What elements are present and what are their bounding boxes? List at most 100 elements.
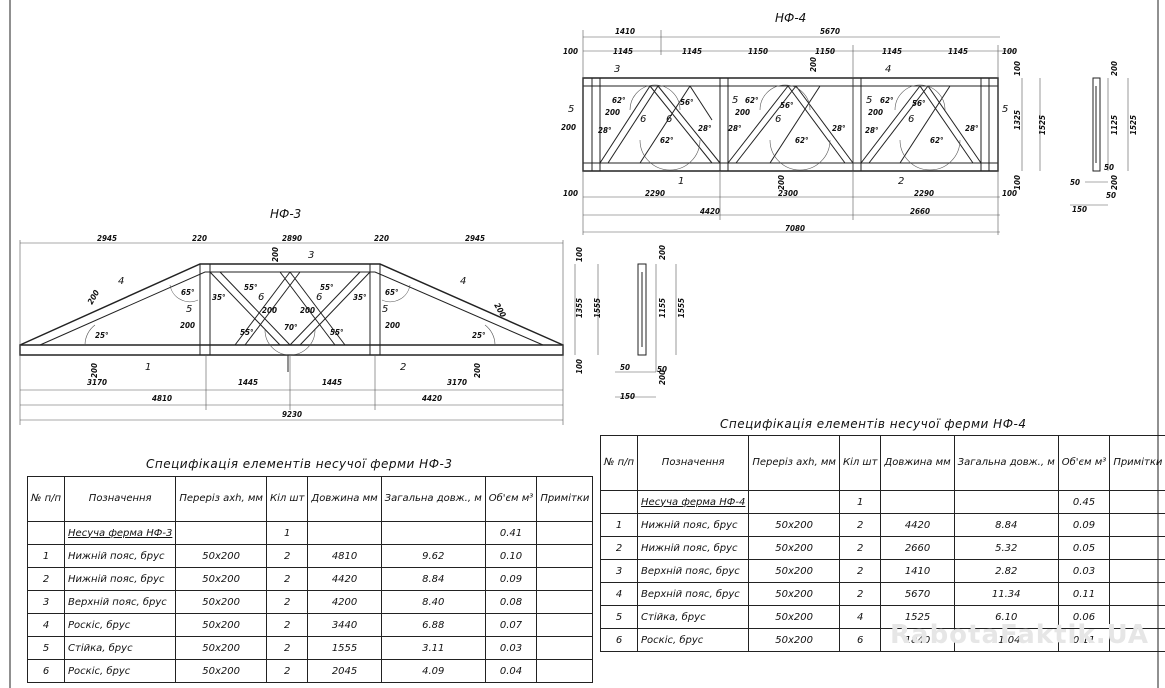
table-cell: 0.45	[1057, 490, 1111, 514]
svg-text:62°: 62°	[795, 136, 809, 145]
svg-text:1145: 1145	[613, 47, 633, 56]
table-cell: 50x200	[748, 559, 840, 583]
svg-text:200: 200	[385, 321, 400, 330]
table-cell: 2045	[307, 659, 382, 683]
svg-text:200: 200	[86, 288, 101, 306]
table-cell: 4	[26, 613, 66, 637]
svg-text:200: 200	[561, 123, 576, 132]
svg-text:55°: 55°	[244, 283, 258, 292]
svg-text:28°: 28°	[832, 124, 846, 133]
spec3-caption: Специфікація елементів несучої ферми НФ-…	[146, 457, 453, 471]
nf3-section	[615, 263, 677, 398]
table-cell: 2	[838, 559, 882, 583]
table-cell: 6	[838, 628, 882, 652]
table-cell	[880, 490, 955, 514]
svg-text:4: 4	[885, 64, 891, 75]
column-header: Примітки	[1109, 435, 1165, 491]
svg-text:200: 200	[492, 302, 507, 320]
svg-text:1: 1	[145, 362, 151, 373]
column-header: Переріз axh, мм	[748, 435, 840, 491]
nf4-section	[1070, 77, 1129, 206]
svg-text:1445: 1445	[238, 378, 258, 387]
column-header: № п/п	[26, 476, 66, 522]
svg-text:62°: 62°	[880, 96, 894, 105]
table-cell	[536, 521, 594, 545]
svg-text:1555: 1555	[677, 298, 686, 318]
table-cell: 0.03	[1057, 559, 1111, 583]
table-cell: 2	[265, 590, 309, 614]
svg-text:1125: 1125	[1110, 115, 1119, 135]
svg-text:35°: 35°	[212, 293, 226, 302]
table-cell: Роскіс, брус	[637, 628, 750, 652]
table-cell	[26, 521, 66, 545]
table-cell: 2	[265, 636, 309, 660]
svg-text:5: 5	[732, 95, 738, 106]
svg-text:65°: 65°	[181, 288, 195, 297]
table-cell: 6	[599, 628, 639, 652]
table-cell	[1109, 490, 1165, 514]
table-cell: 3	[599, 559, 639, 583]
table-cell	[175, 521, 267, 545]
svg-text:6: 6	[775, 114, 781, 125]
table-cell: 2	[265, 659, 309, 683]
svg-text:56°: 56°	[780, 101, 794, 110]
table-cell: 0.05	[1057, 536, 1111, 560]
svg-text:1145: 1145	[948, 47, 968, 56]
table-cell: 50x200	[175, 659, 267, 683]
svg-text:70°: 70°	[284, 323, 298, 332]
nf4-title: НФ-4	[775, 11, 806, 25]
nf3-diagonals	[209, 271, 371, 346]
svg-text:50: 50	[620, 363, 630, 372]
svg-text:200: 200	[658, 370, 667, 385]
svg-text:2945: 2945	[465, 234, 485, 243]
svg-text:100: 100	[1013, 61, 1022, 76]
svg-text:200: 200	[473, 363, 482, 378]
svg-text:200: 200	[658, 245, 667, 260]
table-cell: 2	[265, 613, 309, 637]
svg-text:55°: 55°	[320, 283, 334, 292]
svg-text:35°: 35°	[353, 293, 367, 302]
svg-text:5: 5	[382, 304, 388, 315]
svg-text:100: 100	[575, 359, 584, 374]
svg-text:28°: 28°	[598, 126, 612, 135]
table-cell: Роскіс, брус	[64, 659, 177, 683]
table-cell: Нижній пояс, брус	[637, 513, 750, 537]
svg-text:200: 200	[262, 306, 277, 315]
table-cell: 0.09	[1057, 513, 1111, 537]
column-header: Примітки	[536, 476, 594, 522]
svg-text:6: 6	[908, 114, 914, 125]
table-cell: 8.84	[380, 567, 486, 591]
table-cell	[1109, 628, 1165, 652]
svg-text:4810: 4810	[152, 394, 172, 403]
svg-text:6: 6	[316, 292, 322, 303]
svg-text:4420: 4420	[700, 207, 720, 216]
table-cell: 50x200	[748, 628, 840, 652]
column-header: Кіл шт	[838, 435, 882, 491]
table-cell: 11.04	[953, 628, 1059, 652]
svg-text:5: 5	[186, 304, 192, 315]
svg-text:100: 100	[575, 247, 584, 262]
svg-text:1355: 1355	[575, 298, 584, 318]
table-cell: Роскіс, брус	[64, 613, 177, 637]
svg-text:1410: 1410	[615, 27, 635, 36]
table-cell: 3440	[307, 613, 382, 637]
table-cell: 0.03	[484, 636, 538, 660]
table-cell: 1	[838, 490, 882, 514]
table-cell: 1	[26, 544, 66, 568]
nf4-posts	[591, 78, 990, 171]
column-header: Позначення	[64, 476, 177, 522]
svg-text:1145: 1145	[882, 47, 902, 56]
table-cell: 1410	[880, 559, 955, 583]
svg-text:2290: 2290	[914, 189, 934, 198]
svg-text:200: 200	[777, 175, 786, 190]
svg-text:100: 100	[1002, 47, 1017, 56]
nf3-outline	[19, 263, 564, 356]
